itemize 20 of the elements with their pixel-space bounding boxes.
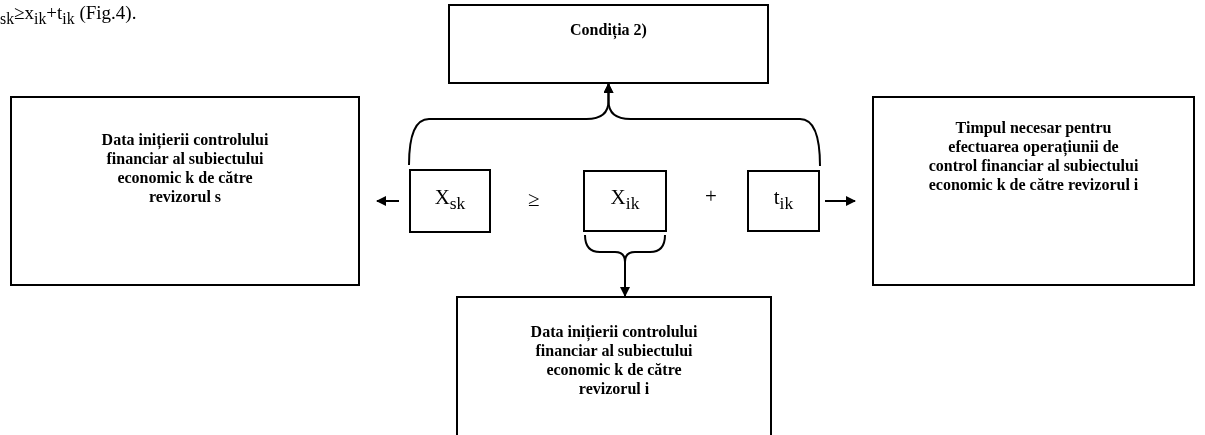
box-text: Timpul necesar pentru efectuarea operațiunii de control financiar al subiectului economic k de către revizorul i xyxy=(927,118,1140,195)
math-variable: X$_{sk}$ xyxy=(434,188,466,214)
brace-arrow xyxy=(603,83,821,167)
math-variable: t$_{ik}$ xyxy=(773,188,794,214)
math-variable: X$_{ik}$ xyxy=(610,188,640,214)
box-text: Data inițierii controlului financiar al subiectului economic k de către revizorul s xyxy=(100,130,270,207)
text-box xyxy=(872,96,1195,286)
text-box xyxy=(10,96,360,286)
variable-box xyxy=(583,170,667,232)
math-operator: ≥ xyxy=(528,186,540,212)
text-box xyxy=(456,296,772,435)
arrow xyxy=(824,196,856,206)
formula-text: $_{sk}$≥x$_{ik}$+t$_{ik}$ (Fig.4). xyxy=(0,1,137,29)
arrow xyxy=(376,196,400,206)
box-text: Condiția 2) xyxy=(570,20,647,41)
box-text: Data inițierii controlului financiar al subiectului economic k de către revizorul i xyxy=(529,322,699,399)
text-box xyxy=(448,4,769,84)
variable-box xyxy=(747,170,820,232)
variable-box xyxy=(409,169,491,233)
math-operator: + xyxy=(705,183,717,209)
